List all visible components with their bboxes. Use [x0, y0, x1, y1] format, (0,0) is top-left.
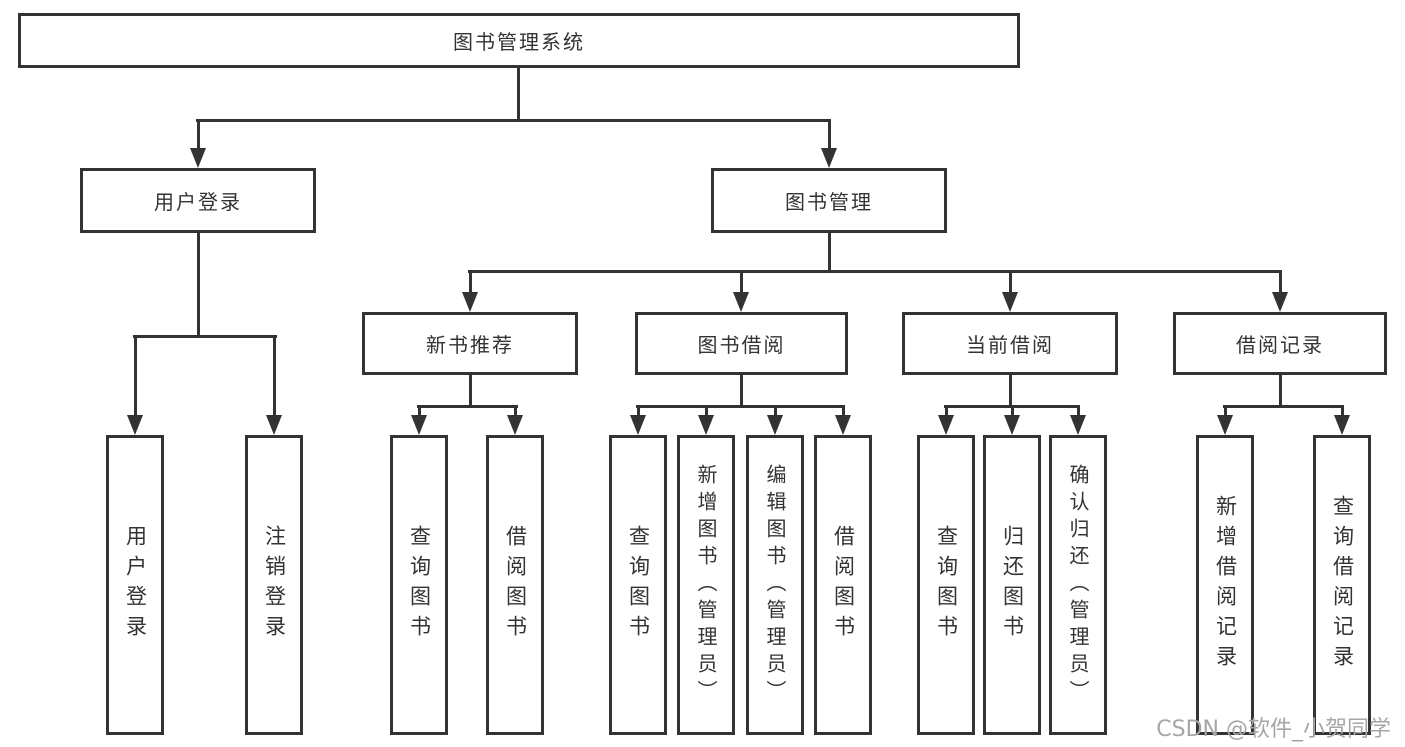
- arrow-down-icon: [938, 415, 954, 435]
- leaf-bb-query-books-label: 查询图书: [626, 525, 651, 645]
- arrow-down-icon: [821, 148, 837, 168]
- arrow-down-icon: [733, 292, 749, 312]
- connector-line: [1008, 375, 1012, 408]
- arrow-down-icon: [190, 148, 206, 168]
- arrow-down-icon: [462, 292, 478, 312]
- leaf-cb-confirm-return-admin-label: 确认归还（管理员）: [1066, 463, 1090, 707]
- leaf-nbr-query-books: 查询图书: [390, 435, 448, 735]
- node-root-label: 图书管理系统: [453, 30, 585, 54]
- leaf-nbr-query-books-label: 查询图书: [407, 525, 432, 645]
- leaf-cb-return-books-label: 归还图书: [1000, 525, 1025, 645]
- leaf-bb-add-books-admin: 新增图书（管理员）: [677, 435, 735, 735]
- arrow-down-icon: [1004, 415, 1020, 435]
- node-new-book-recommend: 新书推荐: [362, 312, 578, 375]
- connector-line: [196, 120, 200, 150]
- connector-line: [1278, 375, 1282, 408]
- leaf-bb-borrow-books: 借阅图书: [814, 435, 872, 735]
- node-borrow-records: 借阅记录: [1173, 312, 1387, 375]
- arrow-down-icon: [1070, 415, 1086, 435]
- leaf-logout: 注销登录: [245, 435, 303, 735]
- connector-line: [827, 120, 831, 150]
- leaf-cb-return-books: 归还图书: [983, 435, 1041, 735]
- node-borrow-records-label: 借阅记录: [1236, 333, 1324, 357]
- connector-line: [841, 406, 845, 417]
- connector-line: [417, 406, 421, 417]
- connector-line: [196, 233, 200, 338]
- leaf-br-query-record-label: 查询借阅记录: [1330, 495, 1355, 675]
- arrow-down-icon: [1002, 292, 1018, 312]
- node-book-borrow: 图书借阅: [635, 312, 848, 375]
- connector-line: [516, 68, 520, 122]
- connector-line: [1278, 271, 1282, 294]
- connector-line: [773, 406, 777, 417]
- connector-line: [739, 271, 743, 294]
- connector-line: [1340, 406, 1344, 417]
- leaf-br-add-record-label: 新增借阅记录: [1213, 495, 1238, 675]
- connector-line: [196, 119, 831, 122]
- node-book-borrow-label: 图书借阅: [697, 333, 786, 357]
- watermark: CSDN @软件_小贺同学: [1156, 717, 1391, 742]
- connector-line: [1010, 406, 1014, 417]
- connector-line: [1008, 271, 1012, 294]
- leaf-cb-confirm-return-admin: 确认归还（管理员）: [1049, 435, 1107, 735]
- connector-line: [468, 375, 472, 408]
- arrow-down-icon: [1272, 292, 1288, 312]
- arrow-down-icon: [127, 415, 143, 435]
- arrow-down-icon: [266, 415, 282, 435]
- leaf-br-add-record: 新增借阅记录: [1196, 435, 1254, 735]
- leaf-bb-borrow-books-label: 借阅图书: [831, 525, 856, 645]
- connector-line: [636, 406, 640, 417]
- connector-line: [272, 336, 276, 417]
- node-user-login: 用户登录: [80, 168, 316, 233]
- node-new-book-recommend-label: 新书推荐: [426, 333, 514, 357]
- leaf-user-login: 用户登录: [106, 435, 164, 735]
- connector-line: [513, 406, 517, 417]
- connector-line: [468, 270, 1282, 273]
- connector-line: [944, 406, 948, 417]
- leaf-cb-query-books: 查询图书: [917, 435, 975, 735]
- connector-line: [468, 271, 472, 294]
- connector-line: [133, 335, 277, 338]
- connector-line: [704, 406, 708, 417]
- connector-line: [1223, 406, 1227, 417]
- connector-line: [739, 375, 743, 408]
- leaf-br-query-record: 查询借阅记录: [1313, 435, 1371, 735]
- arrow-down-icon: [1334, 415, 1350, 435]
- arrow-down-icon: [630, 415, 646, 435]
- arrow-down-icon: [767, 415, 783, 435]
- arrow-down-icon: [507, 415, 523, 435]
- connector-line: [133, 336, 137, 417]
- leaf-cb-query-books-label: 查询图书: [934, 525, 959, 645]
- node-book-management-label: 图书管理: [785, 190, 873, 214]
- arrow-down-icon: [1217, 415, 1233, 435]
- leaf-bb-edit-books-admin: 编辑图书（管理员）: [746, 435, 804, 735]
- leaf-bb-edit-books-admin-label: 编辑图书（管理员）: [763, 463, 787, 707]
- arrow-down-icon: [411, 415, 427, 435]
- connector-line: [636, 405, 845, 408]
- leaf-nbr-borrow-books-label: 借阅图书: [503, 525, 528, 645]
- node-root: 图书管理系统: [18, 13, 1020, 68]
- leaf-user-login-label: 用户登录: [123, 525, 148, 645]
- node-book-management: 图书管理: [711, 168, 947, 233]
- leaf-logout-label: 注销登录: [262, 525, 287, 645]
- arrow-down-icon: [835, 415, 851, 435]
- node-current-borrow: 当前借阅: [902, 312, 1118, 375]
- leaf-nbr-borrow-books: 借阅图书: [486, 435, 544, 735]
- connector-line: [417, 405, 518, 408]
- connector-line: [1223, 405, 1344, 408]
- leaf-bb-query-books: 查询图书: [609, 435, 667, 735]
- leaf-bb-add-books-admin-label: 新增图书（管理员）: [694, 463, 718, 707]
- arrow-down-icon: [698, 415, 714, 435]
- node-current-borrow-label: 当前借阅: [966, 333, 1054, 357]
- connector-line: [1076, 406, 1080, 417]
- node-user-login-label: 用户登录: [154, 190, 242, 214]
- connector-line: [827, 233, 831, 273]
